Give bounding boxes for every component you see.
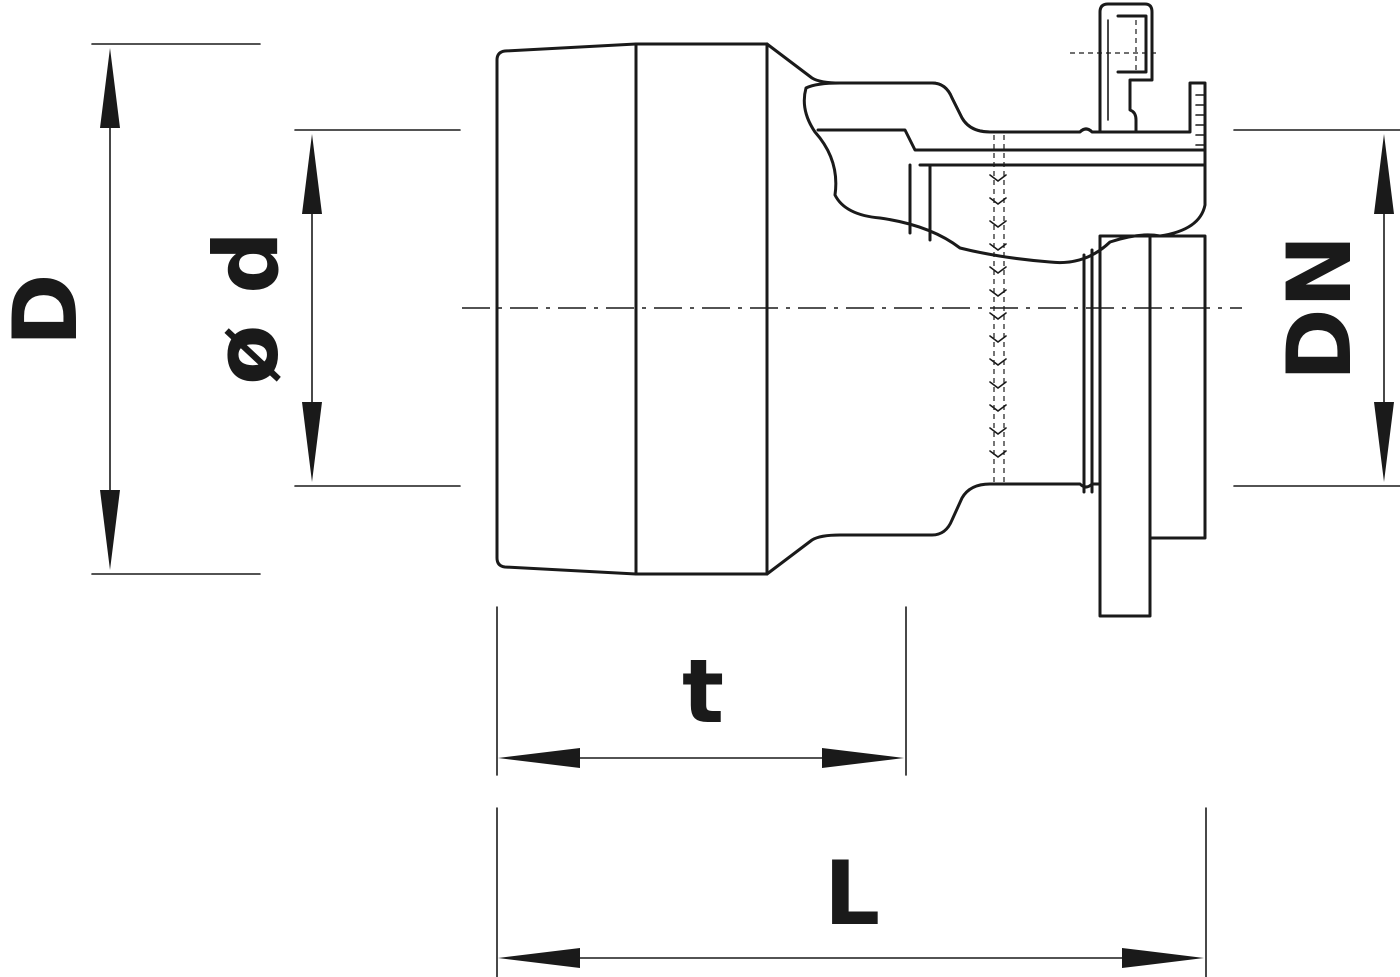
label-inner-diameter: ø d (195, 231, 298, 385)
flange (1082, 234, 1207, 618)
extension-lines (91, 43, 1400, 977)
dimension-nominal-diameter: DN (1268, 134, 1394, 482)
cutaway-section (802, 81, 1207, 265)
label-total-length: L (824, 842, 880, 945)
socket-body (495, 42, 769, 576)
label-nominal-diameter: DN (1268, 235, 1371, 382)
terminal-connector (1070, 2, 1160, 134)
label-outer-diameter: D (0, 273, 97, 346)
dimension-socket-depth: t (498, 640, 904, 768)
dimension-inner-diameter: ø d (195, 134, 322, 482)
heating-wire-zone (989, 135, 1007, 484)
dimension-total-length: L (498, 842, 1204, 968)
label-socket-depth: t (682, 640, 724, 743)
dimension-d-outer: D (0, 48, 120, 570)
